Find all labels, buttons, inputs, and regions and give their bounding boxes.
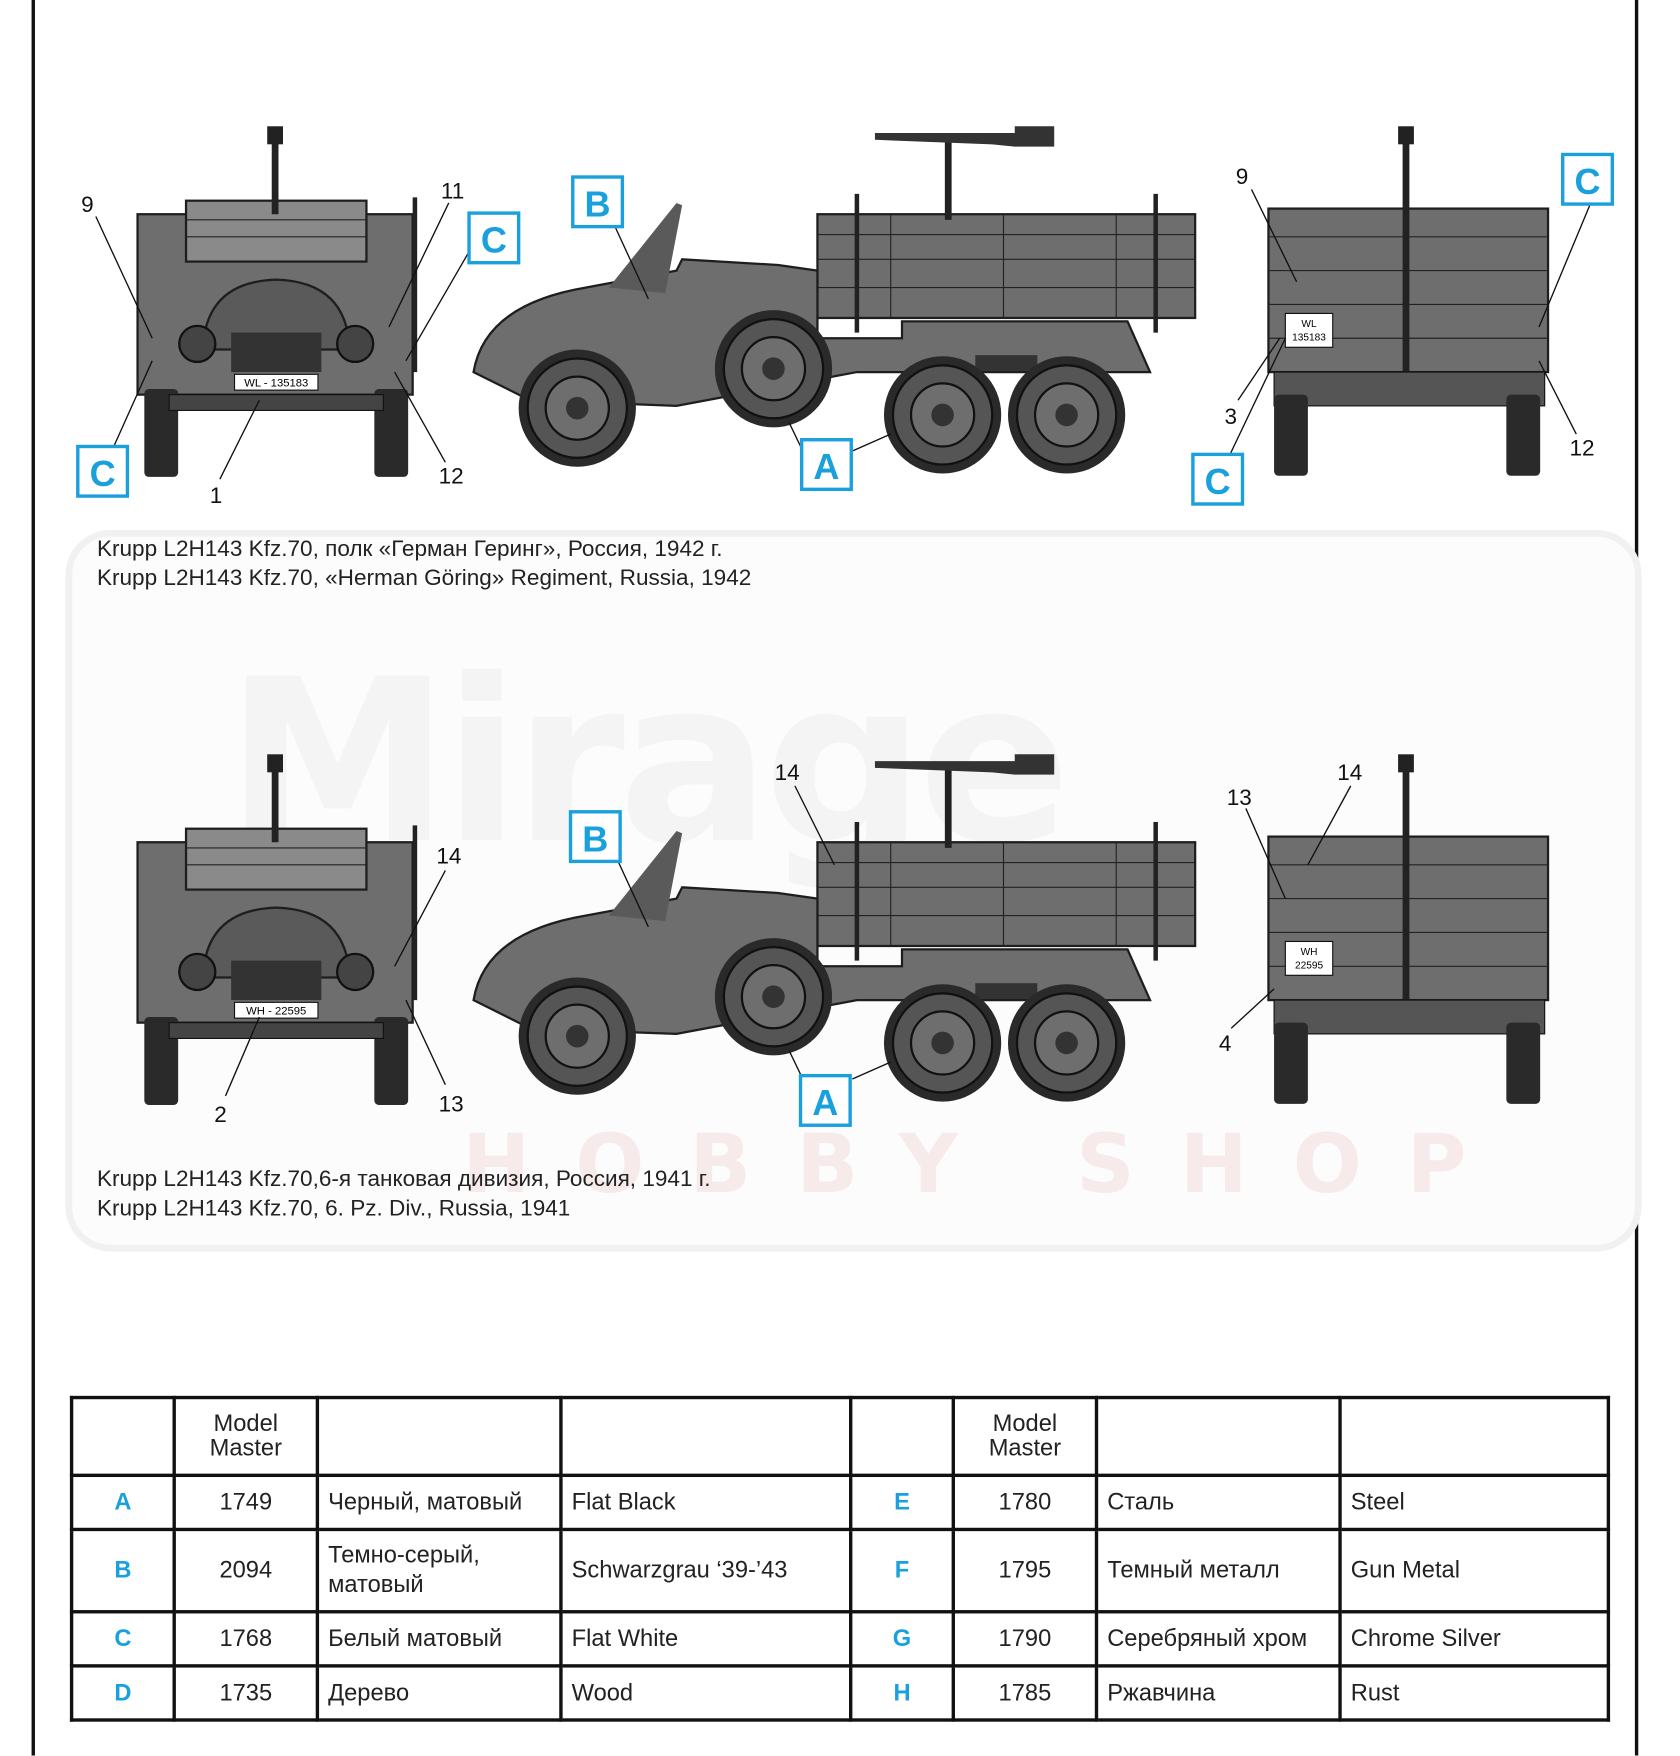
paint-name-en: Chrome Silver (1338, 1610, 1611, 1668)
svg-text:C: C (1205, 461, 1231, 502)
callout-12: 12 (439, 464, 464, 489)
rear-plate-top: WL (1301, 319, 1317, 330)
paint-name-en: Schwarzgrau ‘39-’43 (559, 1527, 853, 1614)
paint-name-en: Flat Black (559, 1473, 853, 1532)
paint-key: D (69, 1664, 176, 1722)
callout-9-rear: 9 (1236, 164, 1249, 189)
rear-plate-bottom: 22595 (1295, 961, 1324, 972)
paint-number: 1795 (951, 1527, 1099, 1614)
rear-view (1267, 753, 1550, 1105)
rear-plate-bottom: 135183 (1292, 333, 1326, 344)
color-label-a: A (799, 438, 853, 492)
side-view (474, 754, 1196, 1101)
caption-version-1: Krupp L2H143 Kfz.70, полк «Герман Геринг… (97, 534, 751, 593)
front-view (138, 754, 415, 1105)
paint-key: G (849, 1610, 955, 1668)
paint-name-ru: Дерево (315, 1664, 563, 1722)
callout-3: 3 (1224, 404, 1237, 429)
callout-13: 13 (439, 1092, 464, 1117)
front-plate: WH - 22595 (246, 1006, 306, 1018)
caption-ru: Krupp L2H143 Kfz.70,6-я танковая дивизия… (96, 1166, 711, 1192)
paint-name-en: Gun Metal (1338, 1527, 1611, 1614)
paint-key: F (849, 1527, 955, 1614)
paint-key: E (849, 1473, 955, 1532)
paint-name-ru: Белый матовый (315, 1610, 563, 1668)
paint-name-ru: Ржавчина (1094, 1664, 1342, 1722)
paint-name-ru: Черный, матовый (315, 1473, 563, 1532)
callout-12-rear: 12 (1569, 436, 1594, 461)
callout-11: 11 (441, 178, 464, 203)
paint-key: C (69, 1610, 176, 1668)
color-callouts: B C C A C C B A (76, 152, 1615, 1127)
paint-number: 1735 (172, 1664, 320, 1722)
paint-name-en: Wood (559, 1664, 853, 1722)
table-header-row: Model Master Model Master (69, 1395, 1611, 1478)
color-label-b: B (568, 810, 622, 864)
version-2-drawings: WH - 22595 WH 22595 (138, 753, 1550, 1105)
callout-4: 4 (1219, 1031, 1232, 1056)
color-label-c: C (76, 444, 130, 498)
rear-view (1267, 125, 1550, 477)
front-plate: WL - 135183 (244, 378, 308, 390)
callout-numbers: 9 11 1 12 9 3 12 14 2 13 14 13 14 4 (81, 164, 1594, 1127)
paint-key: H (849, 1664, 955, 1722)
paint-number: 1749 (172, 1473, 320, 1532)
svg-text:C: C (90, 453, 116, 494)
paint-name-en: Rust (1338, 1664, 1611, 1722)
caption-en: Krupp L2H143 Kfz.70, «Herman Göring» Reg… (96, 566, 752, 591)
version-1-drawings: WL - 135183 WL 135183 (95, 125, 1591, 480)
header-model-master: Model Master (951, 1395, 1099, 1478)
color-label-c: C (1191, 452, 1245, 506)
paint-name-ru: Сталь (1094, 1473, 1342, 1532)
color-label-c: C (467, 211, 521, 265)
watermark-text: HOBBY SHOP (462, 1116, 1512, 1211)
paint-name-ru: Темный металл (1094, 1527, 1342, 1614)
callout-9: 9 (81, 192, 94, 217)
caption-en: Krupp L2H143 Kfz.70, 6. Pz. Div., Russia… (96, 1196, 571, 1222)
caption-version-2: Krupp L2H143 Kfz.70,6-я танковая дивизия… (97, 1165, 711, 1224)
svg-text:A: A (813, 446, 839, 487)
svg-text:B: B (582, 818, 608, 859)
callout-14: 14 (436, 844, 461, 869)
paint-name-ru: Серебряный хром (1094, 1610, 1342, 1668)
paint-number: 1768 (172, 1610, 320, 1668)
callout-14-side: 14 (775, 760, 800, 785)
svg-text:C: C (1574, 161, 1600, 202)
paint-name-en: Flat White (559, 1610, 853, 1668)
paint-number: 2094 (172, 1527, 320, 1614)
paint-number: 1790 (951, 1610, 1099, 1668)
paint-key: B (69, 1527, 176, 1614)
callout-1: 1 (210, 483, 223, 508)
callout-14-rear: 14 (1337, 760, 1362, 785)
callout-13-rear: 13 (1227, 785, 1252, 810)
svg-text:A: A (812, 1082, 838, 1123)
callout-2: 2 (214, 1102, 227, 1127)
front-view (138, 126, 415, 477)
caption-ru: Krupp L2H143 Kfz.70, полк «Герман Геринг… (96, 536, 723, 562)
svg-text:C: C (481, 220, 507, 261)
paint-number: 1785 (951, 1664, 1099, 1722)
paint-key: A (69, 1473, 176, 1532)
page-border-left (31, 0, 35, 1756)
svg-text:B: B (585, 183, 611, 224)
paint-name-ru: Темно-серый, матовый (315, 1527, 563, 1614)
header-model-master: Model Master (172, 1395, 320, 1478)
paint-number: 1780 (951, 1473, 1099, 1532)
color-label-a: A (798, 1073, 852, 1127)
color-label-c: C (1561, 152, 1615, 206)
vehicle-drawings: WL - 135183 WL 135183 WH - 22595 WH 2259… (76, 0, 1615, 1127)
rear-plate-top: WH (1301, 947, 1318, 958)
paint-name-en: Steel (1338, 1473, 1611, 1532)
color-label-b: B (571, 175, 625, 229)
